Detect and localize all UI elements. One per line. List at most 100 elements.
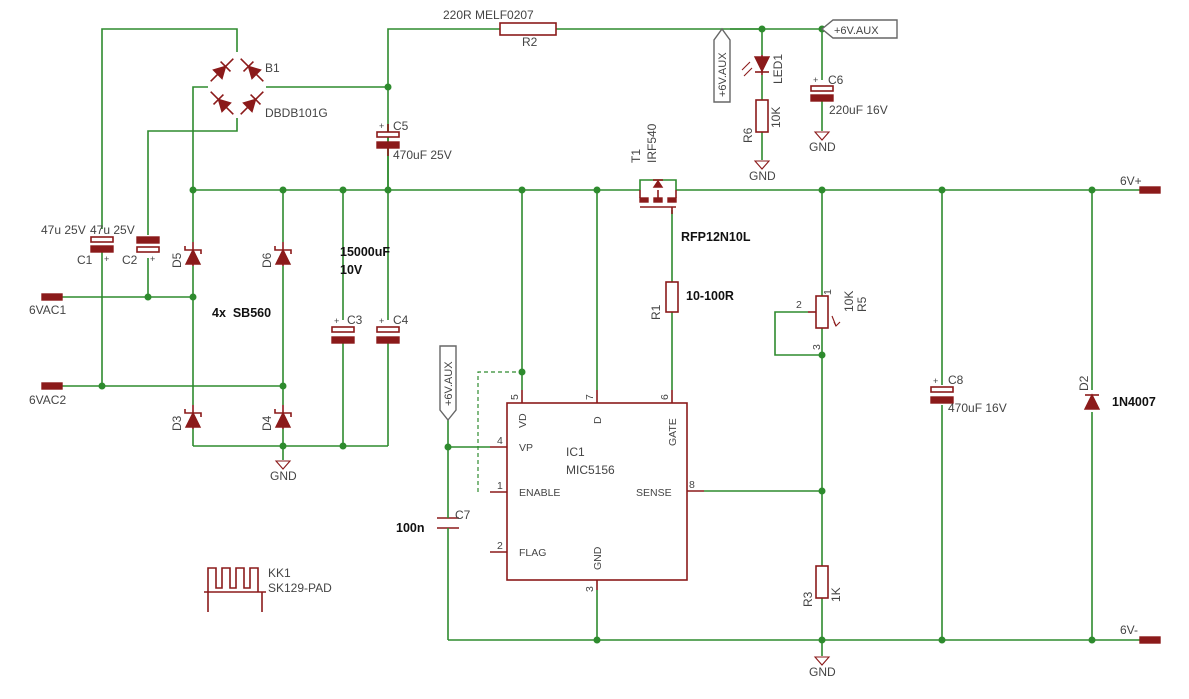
gnd-bottom-label: GND	[809, 665, 836, 679]
ic1-label: IC1	[566, 445, 585, 459]
ic-pin-num-2: 2	[497, 540, 503, 552]
d2-label: D2	[1077, 375, 1091, 391]
capacitor-c2: +	[136, 236, 160, 264]
c1-value: 47u 25V	[41, 223, 86, 237]
ic-pin-vp: VP	[519, 442, 533, 454]
aux-flag-ic	[439, 345, 457, 422]
mosfet-t1	[639, 179, 677, 214]
capacitor-c5: +	[376, 121, 400, 156]
r1-label: R1	[649, 304, 663, 320]
d4-label: D4	[260, 415, 274, 431]
vac1-label: 6VAC1	[29, 303, 66, 317]
ic-mic5156	[490, 390, 704, 590]
diode-note: 4x SB560	[212, 306, 271, 320]
pot-pin-3: 3	[811, 344, 823, 350]
c6-value: 220uF 16V	[829, 103, 888, 117]
c8-value: 470uF 16V	[948, 401, 1007, 415]
resistor-r1	[665, 281, 679, 313]
gnd-r6-label: GND	[749, 169, 776, 183]
ic-pin-d: D	[592, 416, 604, 424]
c1-label: C1	[77, 253, 93, 267]
d6-label: D6	[260, 252, 274, 268]
capacitor-c1: +	[90, 236, 114, 264]
terminal-6v-plus	[1139, 186, 1161, 194]
potentiometer-r5	[808, 295, 841, 329]
c3-label: C3	[347, 313, 363, 327]
ic-pin-num-7: 7	[584, 394, 596, 400]
c2-value: 47u 25V	[90, 223, 135, 237]
resistor-r2	[499, 22, 557, 36]
ic-pin-num-8: 8	[689, 479, 695, 491]
r3-label: R3	[801, 591, 815, 607]
d3-label: D3	[170, 415, 184, 431]
ic-pin-labels: VD D GATE VP ENABLE SENSE FLAG GND 5 7 6…	[497, 289, 834, 592]
kk1-value: SK129-PAD	[268, 581, 332, 595]
diode-d6	[274, 242, 292, 266]
diode-d2	[1083, 393, 1101, 410]
ground-r6	[753, 160, 771, 170]
ic-pin-num-3: 3	[584, 586, 596, 592]
ic1-value: MIC5156	[566, 463, 615, 477]
svg-text:+: +	[334, 316, 339, 326]
r2-name: R2	[522, 35, 538, 49]
svg-text:+: +	[813, 75, 818, 85]
capacitor-c6: +	[810, 75, 834, 102]
svg-text:+: +	[379, 121, 384, 131]
r2-value: 220R MELF0207	[443, 8, 534, 22]
r1-value: 10-100R	[686, 289, 734, 303]
resistor-r3	[815, 565, 829, 599]
led1-label: LED1	[771, 54, 785, 84]
ic-pin-flag: FLAG	[519, 547, 546, 559]
ic-pin-gnd: GND	[592, 546, 604, 570]
c4-label: C4	[393, 313, 409, 327]
led-led1	[741, 55, 771, 77]
aux-flag-top-label: +6V.AUX	[717, 52, 729, 97]
c2-label: C2	[122, 253, 138, 267]
capacitor-c7	[437, 510, 459, 536]
capacitor-c8: +	[930, 376, 954, 404]
c5-label: C5	[393, 119, 409, 133]
d2-value: 1N4007	[1112, 395, 1156, 409]
t1-value: IRF540	[645, 123, 659, 163]
diode-d3	[184, 405, 202, 429]
bulk-cap-voltage: 10V	[340, 263, 363, 277]
diode-d4	[274, 405, 292, 429]
r5-label: R5	[855, 296, 869, 312]
c5-value: 470uF 25V	[393, 148, 452, 162]
ic-pin-enable: ENABLE	[519, 487, 560, 499]
svg-text:+: +	[104, 254, 109, 264]
bulk-cap-value: 15000uF	[340, 245, 390, 259]
d5-label: D5	[170, 252, 184, 268]
ground-bottom	[813, 656, 831, 666]
svg-text:+: +	[150, 254, 155, 264]
r6-label: R6	[741, 127, 755, 143]
svg-text:+: +	[933, 376, 938, 386]
ic-pin-num-5: 5	[509, 394, 521, 400]
c8-label: C8	[948, 373, 964, 387]
aux-flag-right	[820, 19, 898, 39]
out-pos-label: 6V+	[1120, 174, 1142, 188]
b1-value: DBDB101G	[265, 106, 328, 120]
kk1-label: KK1	[268, 566, 291, 580]
pot-pin-1: 1	[822, 289, 834, 295]
r5-value: 10K	[842, 291, 856, 312]
ic-pin-gate: GATE	[667, 418, 679, 446]
ground-c6	[813, 131, 831, 141]
pot-pin-2: 2	[796, 299, 802, 311]
terminal-6vac2	[41, 382, 63, 390]
capacitor-c3: +	[331, 316, 355, 344]
ic-pin-sense: SENSE	[636, 487, 672, 499]
out-neg-label: 6V-	[1120, 623, 1138, 637]
r3-value: 1K	[829, 587, 843, 602]
diode-d5	[184, 242, 202, 266]
svg-text:+: +	[379, 316, 384, 326]
vac2-label: 6VAC2	[29, 393, 66, 407]
capacitor-c4: +	[376, 316, 400, 344]
labels: 220R MELF0207 R2 +6V.AUX +6V.AUX +6V.AUX…	[29, 8, 1156, 679]
heatsink-kk1	[204, 567, 266, 612]
bridge-rectifier-b1	[210, 58, 264, 115]
resistor-r6	[755, 99, 769, 133]
b1-label: B1	[265, 61, 280, 75]
ic-pin-num-6: 6	[659, 394, 671, 400]
